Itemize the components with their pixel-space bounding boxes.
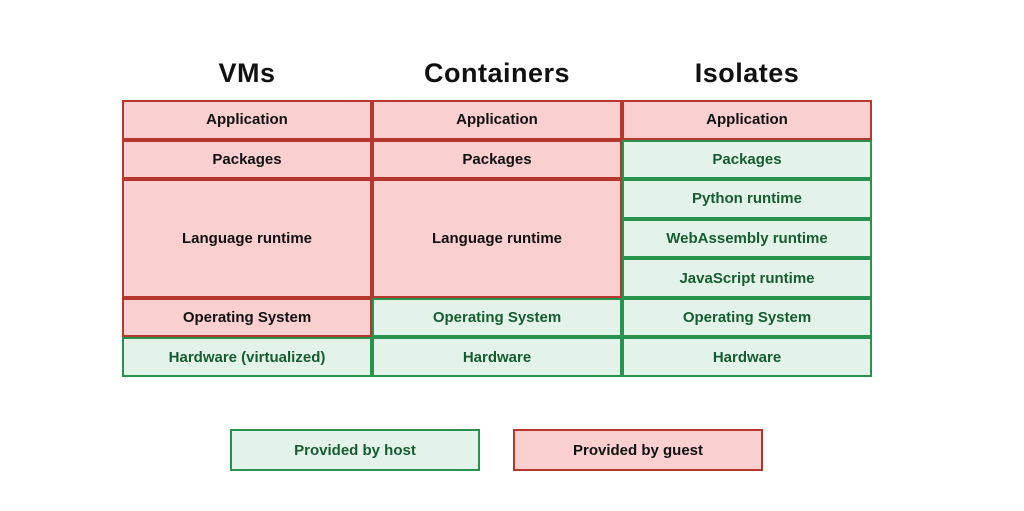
cell-containers-packages: Packages <box>372 139 622 180</box>
cell-vms-language-runtime: Language runtime <box>122 179 372 298</box>
column-header-containers: Containers <box>423 58 571 88</box>
cell-vms-operating-system: Operating System <box>122 297 372 338</box>
cell-isolates-application: Application <box>622 100 872 140</box>
cell-isolates-webassembly-runtime: WebAssembly runtime <box>622 218 872 259</box>
column-headers: VMs Containers Isolates <box>122 58 872 89</box>
cell-vms-packages: Packages <box>122 139 372 180</box>
column-header-isolates: Isolates <box>694 58 800 88</box>
cell-isolates-javascript-runtime: JavaScript runtime <box>622 258 872 298</box>
cell-containers-hardware: Hardware <box>372 337 622 377</box>
column-header-vms: VMs <box>218 58 276 88</box>
cell-vms-hardware-virtualized: Hardware (virtualized) <box>122 337 372 377</box>
cell-containers-language-runtime: Language runtime <box>372 179 622 298</box>
cell-containers-application: Application <box>372 100 622 140</box>
cell-isolates-python-runtime: Python runtime <box>622 179 872 219</box>
cell-isolates-operating-system: Operating System <box>622 297 872 338</box>
cell-vms-application: Application <box>122 100 372 140</box>
cell-isolates-packages: Packages <box>622 139 872 180</box>
cell-containers-operating-system: Operating System <box>372 297 622 338</box>
legend-provided-by-host: Provided by host <box>230 429 480 471</box>
cell-isolates-hardware: Hardware <box>622 337 872 377</box>
legend-provided-by-guest: Provided by guest <box>513 429 763 471</box>
